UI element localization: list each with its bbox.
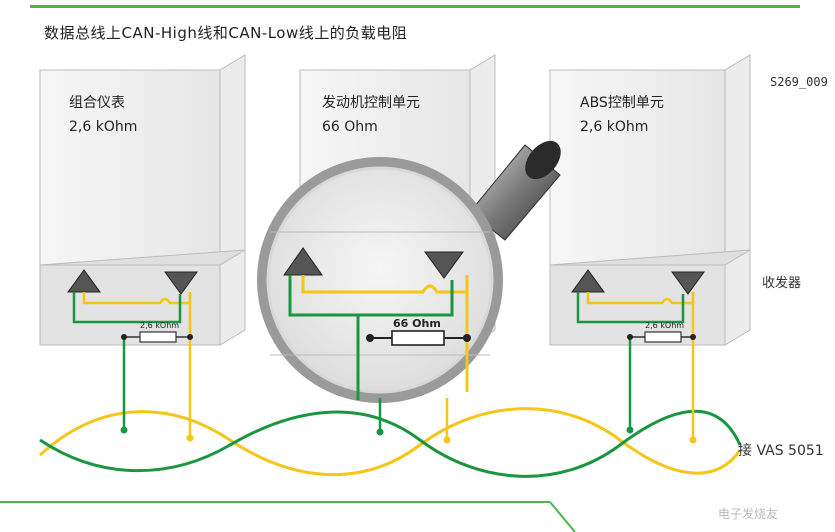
resistor-engine-ecu xyxy=(391,330,445,346)
can-high-wire xyxy=(38,407,742,477)
magnifier-handle xyxy=(469,140,561,241)
diagram-title: 数据总线上CAN-High线和CAN-Low线上的负载电阻 xyxy=(44,24,408,42)
module-abs-ecu xyxy=(549,54,751,346)
module-name-instrument-cluster: 组合仪表 xyxy=(69,95,125,111)
module-resistance-instrument-cluster: 2,6 kOhm xyxy=(69,119,138,135)
module-resistance-abs-ecu: 2,6 kOhm xyxy=(580,119,649,135)
module3-circuit: 2,6 kOhm xyxy=(571,269,705,444)
watermark: 电子发烧友 xyxy=(718,507,779,521)
resistor-module1 xyxy=(139,331,177,343)
module-name-engine-ecu: 发动机控制单元 xyxy=(322,95,420,111)
resistor-module3 xyxy=(644,331,682,343)
resistor-label-module1: 2,6 kOhm xyxy=(140,321,179,330)
module1-circuit: 2,6 kOhm xyxy=(67,269,198,442)
can-low-wire xyxy=(39,409,742,478)
figure-id: S269_009 xyxy=(770,75,828,89)
module-resistance-engine-ecu: 66 Ohm xyxy=(322,119,378,135)
resistor-label-module3: 2,6 kOhm xyxy=(645,321,684,330)
transceiver-label: 收发器 xyxy=(762,276,802,291)
connector-label: 接 VAS 5051 xyxy=(738,443,824,459)
module-name-abs-ecu: ABS控制单元 xyxy=(580,95,664,111)
magnifier-lens: 66 Ohm xyxy=(257,157,503,403)
top-divider xyxy=(30,5,800,8)
resistor-label-engine-ecu: 66 Ohm xyxy=(393,317,441,330)
